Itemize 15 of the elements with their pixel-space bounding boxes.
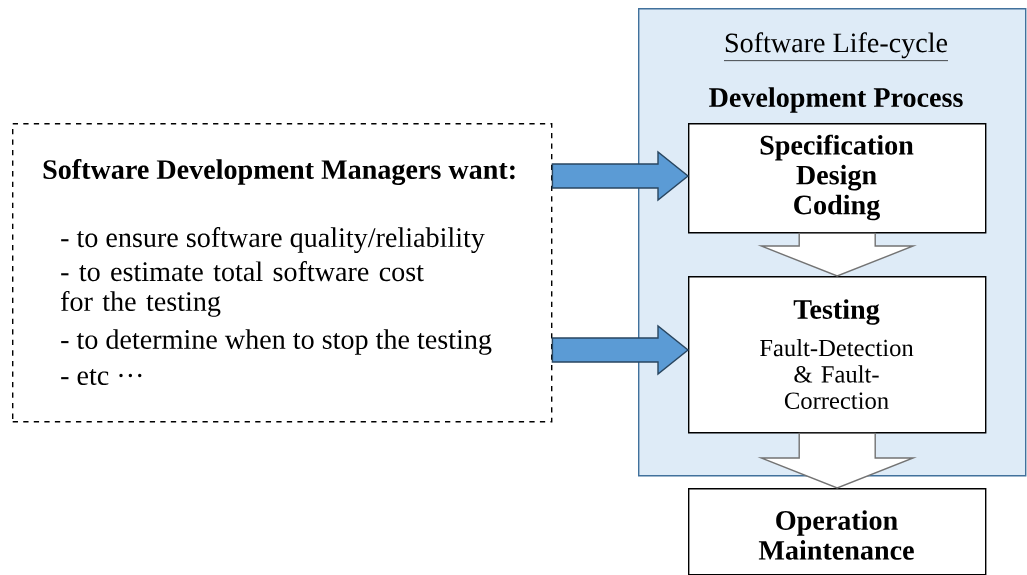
box-text: Fault-Detection & Fault-Correction [760, 338, 914, 409]
box-label: Testing [793, 299, 880, 325]
block-arrow [757, 432, 917, 489]
block-arrow [551, 150, 690, 202]
block-arrow [757, 232, 917, 277]
bullet-item: - to determine when to stop the testing [61, 329, 492, 355]
bullet-item: - etc ··· [61, 368, 142, 386]
panel-title: Software Life-cycle [723, 32, 949, 61]
bullet-item: - to ensure software quality/reliability [61, 227, 485, 253]
box-label: Specification Design Coding [760, 134, 914, 221]
box-label: Operation Maintenance [758, 510, 914, 560]
section-heading: Development Process [709, 87, 963, 113]
heading: Software Development Managers want: [43, 159, 515, 185]
bullet-item: - to estimate total software cost for the testing [60, 261, 424, 317]
block-arrow [551, 324, 690, 376]
